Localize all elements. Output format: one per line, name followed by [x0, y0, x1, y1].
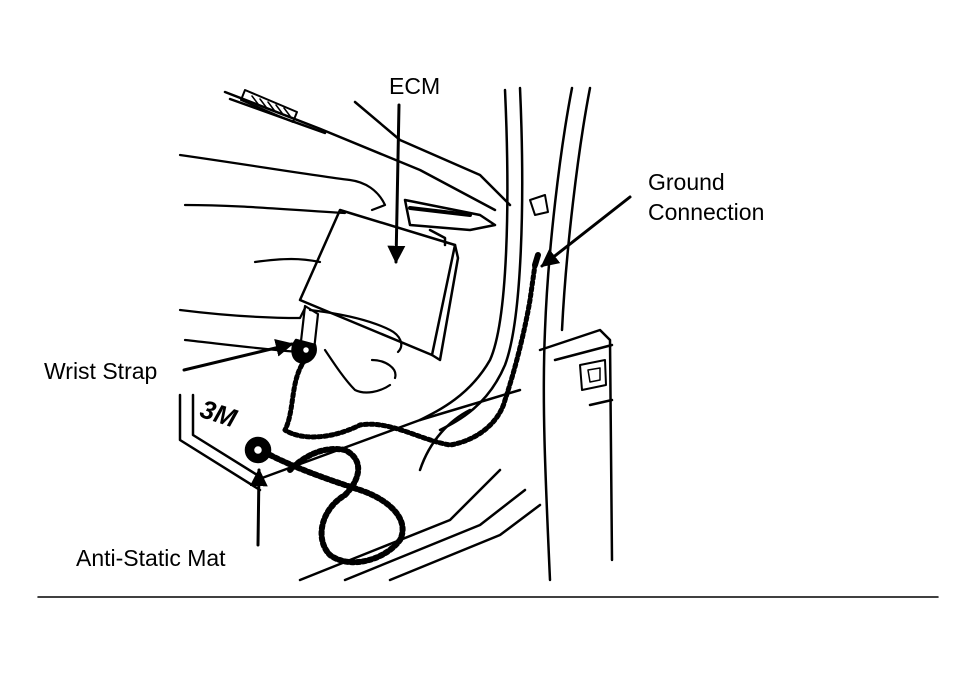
anti-static-mat-label: Anti-Static Mat — [76, 545, 226, 571]
coiled-ground-cord — [267, 252, 541, 566]
dashboard-edge — [223, 89, 512, 212]
ground-connection-label-line1: Ground — [648, 169, 725, 195]
wrist-strap-arrow — [182, 339, 294, 372]
door-sill — [298, 328, 614, 582]
mat-brand-logo: 3M — [197, 394, 242, 434]
ground-connection-arrow — [540, 195, 632, 268]
wrist-strap-label: Wrist Strap — [44, 358, 158, 384]
ecm-arrow — [387, 103, 406, 264]
ecm-module — [298, 198, 497, 362]
door-pillar — [418, 86, 592, 582]
ground-connection-label-line2: Connection — [648, 199, 765, 225]
ecm-label: ECM — [389, 73, 441, 99]
anti-static-mat-arrow — [249, 468, 268, 547]
anti-static-mat — [178, 388, 522, 492]
technician-hands — [178, 153, 403, 394]
